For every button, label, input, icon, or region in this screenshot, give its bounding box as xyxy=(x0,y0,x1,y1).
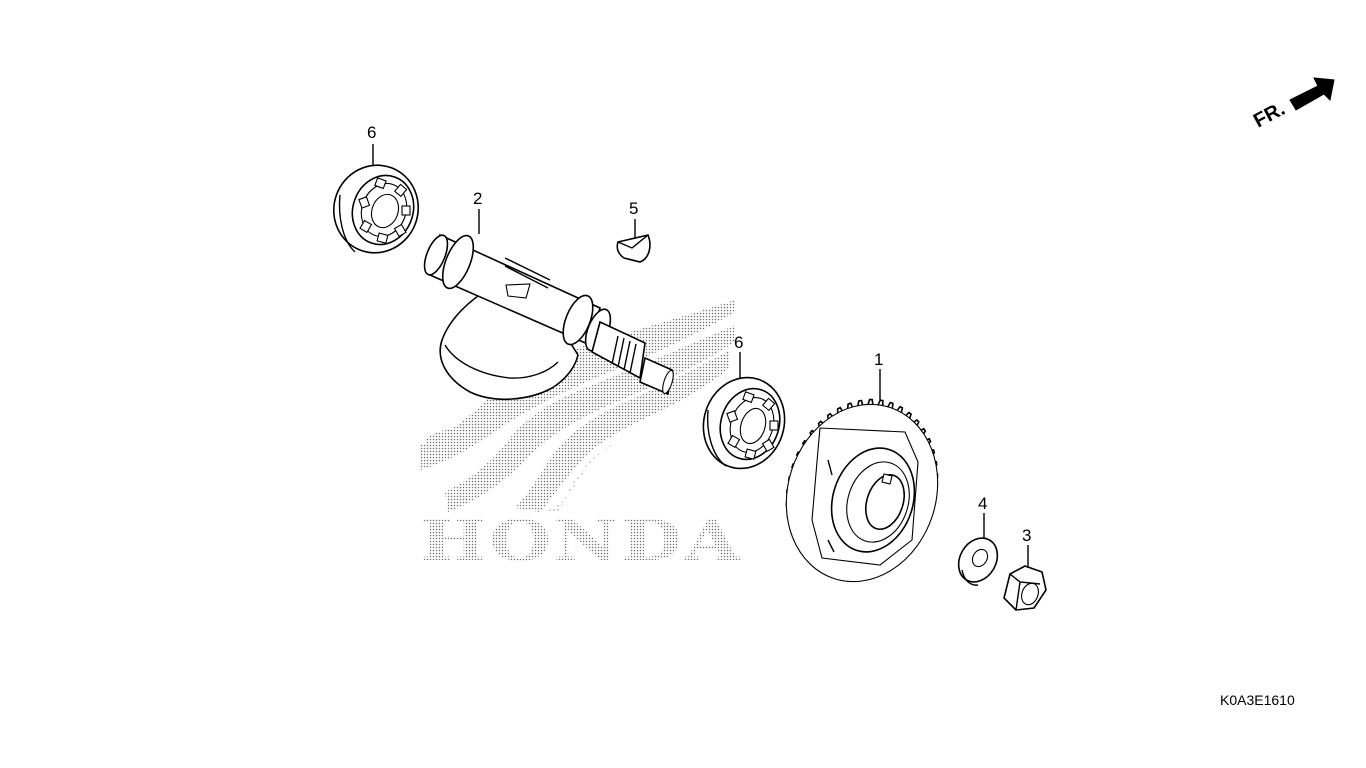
callout-labels: 6 2 5 6 1 4 3 xyxy=(367,123,1031,545)
woodruff-key[interactable] xyxy=(616,234,651,263)
nut[interactable] xyxy=(1003,565,1047,611)
callout-2: 2 xyxy=(473,189,482,208)
front-label: FR. xyxy=(1250,98,1289,133)
callout-4: 4 xyxy=(978,494,987,513)
callout-1: 1 xyxy=(874,350,883,369)
callout-3: 3 xyxy=(1022,526,1031,545)
callout-6-lower: 6 xyxy=(734,333,743,352)
honda-wordmark: HONDA xyxy=(420,508,742,574)
front-direction-indicator: FR. xyxy=(1250,77,1335,133)
washer[interactable] xyxy=(951,531,1005,589)
leader-lines xyxy=(372,144,1029,568)
bearing-upper[interactable] xyxy=(321,153,430,264)
diagram-code: K0A3E1610 xyxy=(1220,692,1295,708)
balancer-shaft[interactable] xyxy=(420,232,676,401)
balancer-gear[interactable] xyxy=(764,385,960,602)
callout-6-upper: 6 xyxy=(367,123,376,142)
callout-5: 5 xyxy=(629,199,638,218)
front-arrow-icon xyxy=(1289,77,1335,111)
bearing-lower[interactable] xyxy=(692,367,797,479)
